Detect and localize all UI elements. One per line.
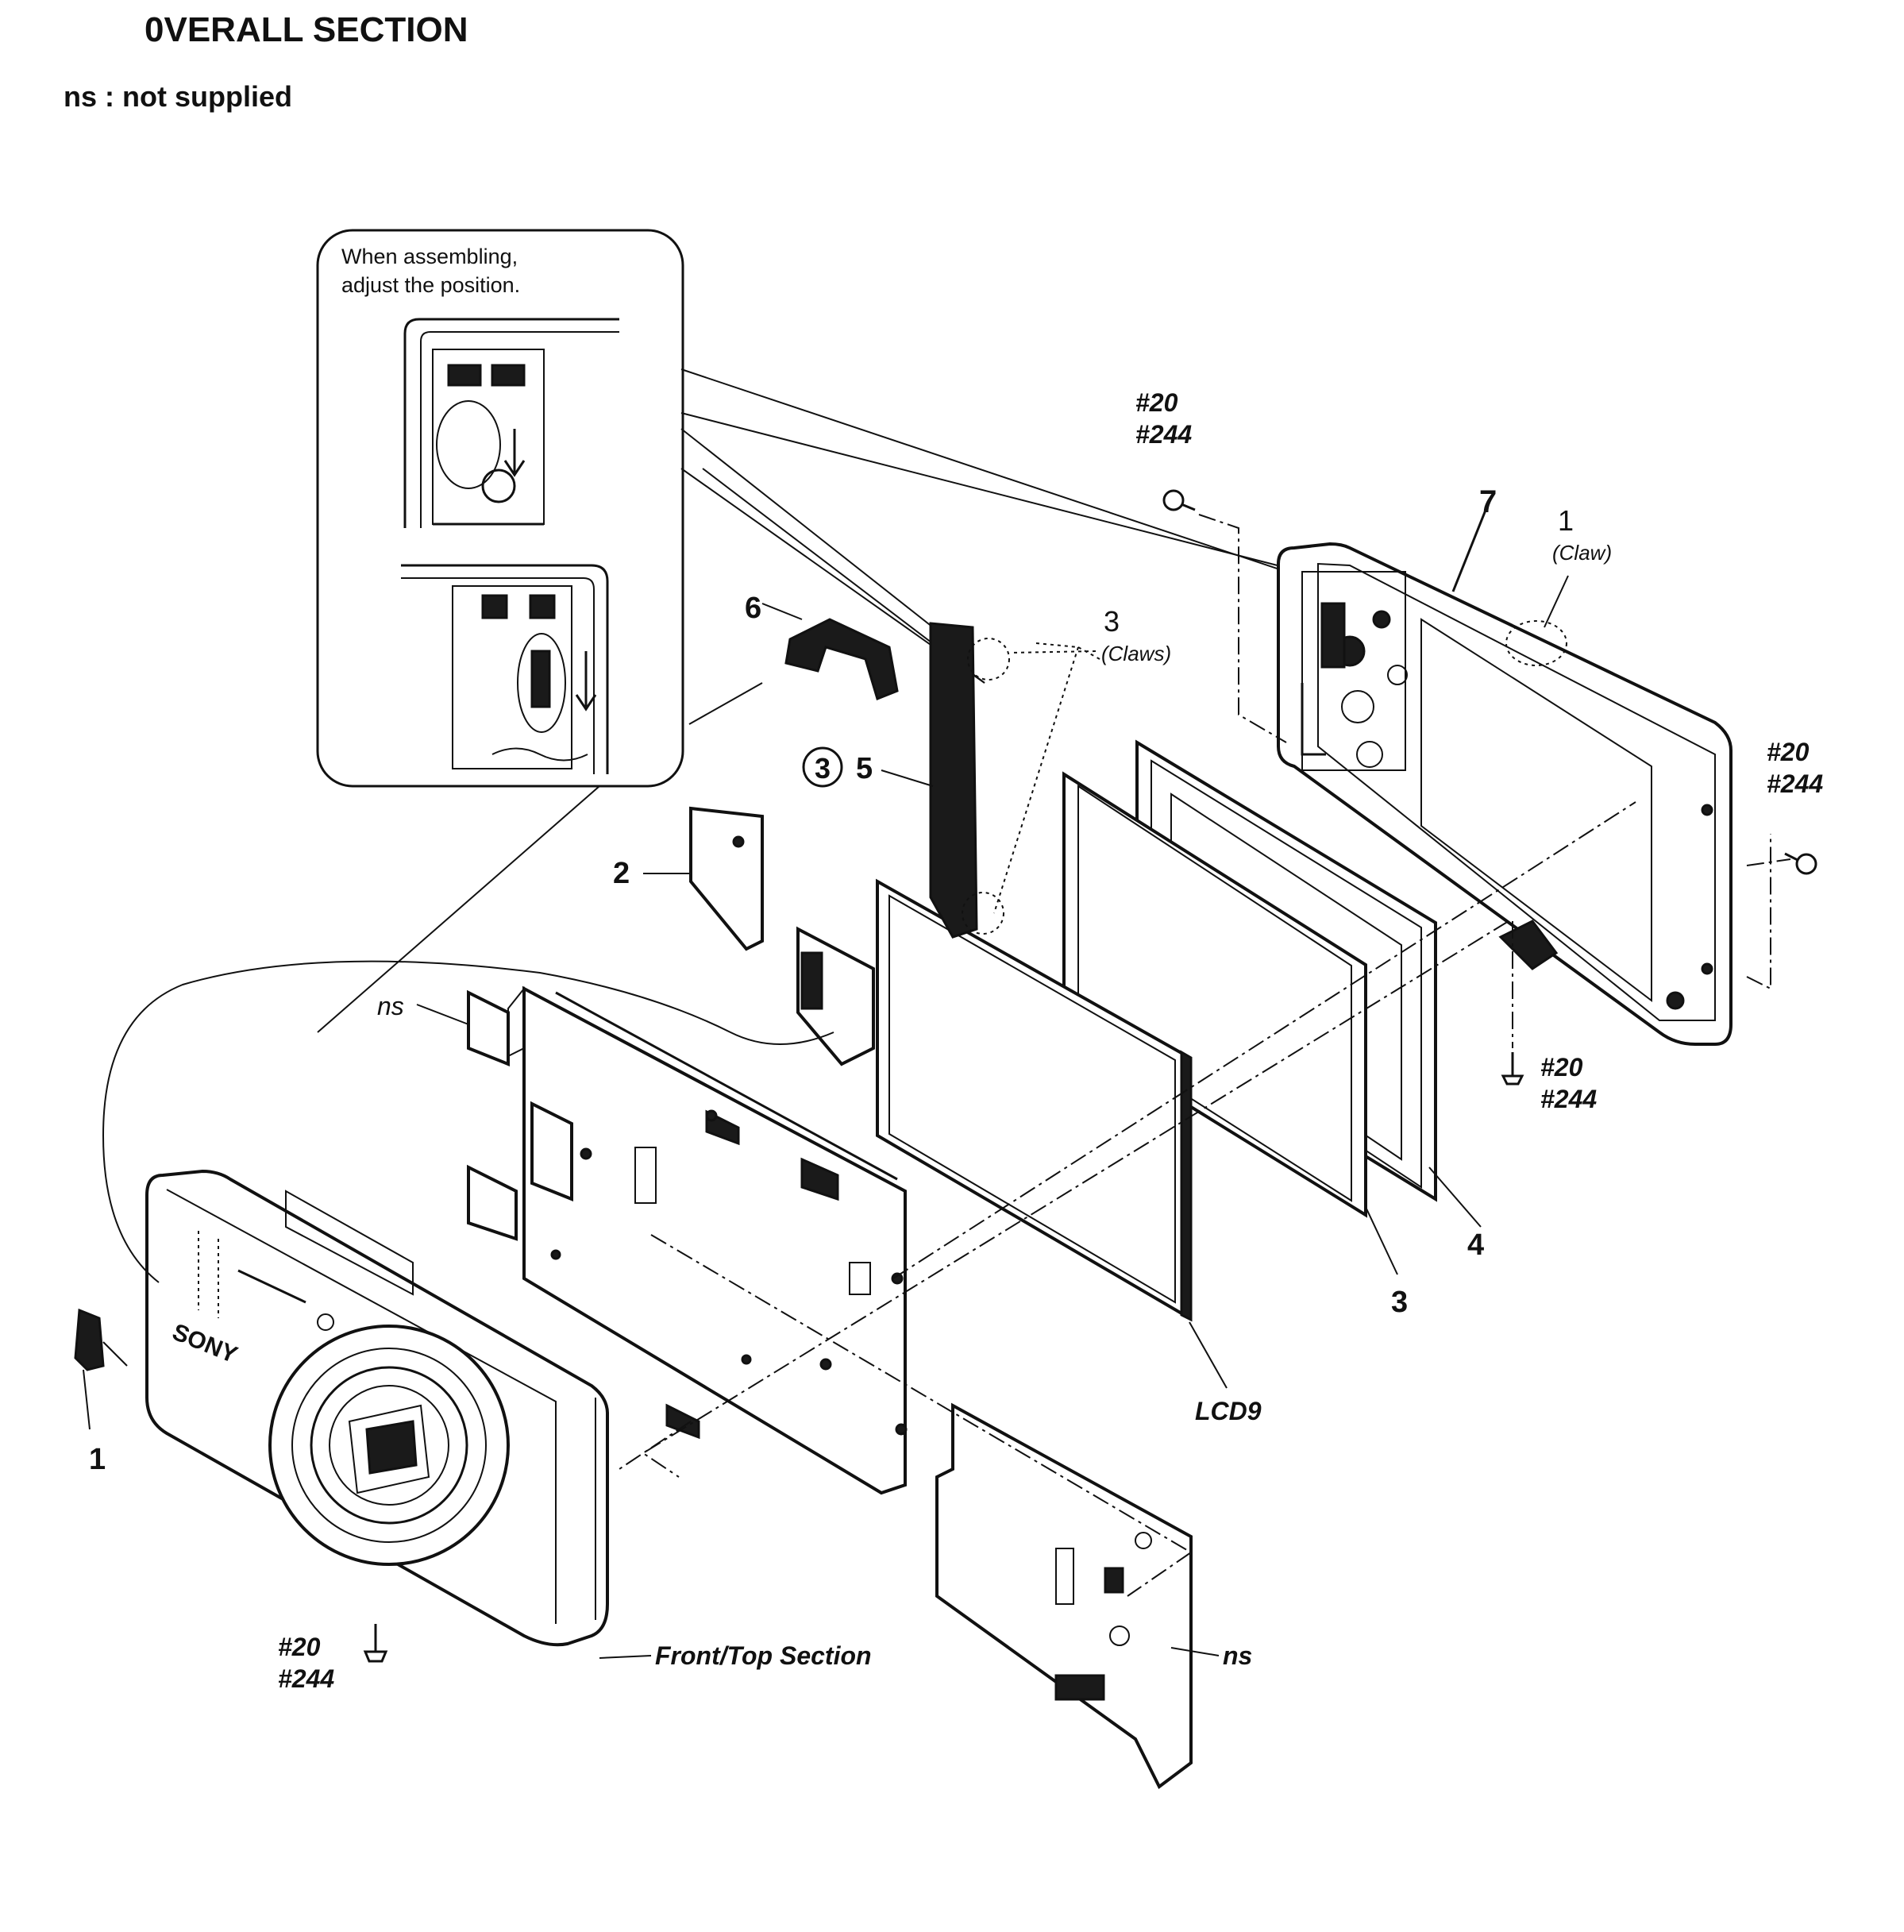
ns-legend: ns : not supplied xyxy=(64,80,292,113)
circled-3-marker xyxy=(802,746,843,788)
flex-part-5 xyxy=(929,622,1010,939)
part-label-4: 4 xyxy=(1467,1228,1484,1262)
part-label-1-left: 1 xyxy=(89,1443,106,1476)
part-label-3-claws: 3 xyxy=(1104,605,1120,638)
screw-mid-ref-a: #20 xyxy=(1540,1053,1583,1082)
inset-detail-lower xyxy=(401,564,609,774)
inset-note-line1: When assembling, xyxy=(341,245,518,268)
callout-leaders xyxy=(83,499,1569,1659)
screw-mid-ref-b: #244 xyxy=(1540,1085,1597,1113)
rear-cabinet xyxy=(1277,542,1732,1046)
screw-right-ref-b: #244 xyxy=(1767,769,1823,798)
screw-top-ref-a: #20 xyxy=(1135,388,1178,417)
claws-label: (Claws) xyxy=(1101,642,1171,665)
lcd-panel xyxy=(876,878,1193,1322)
sheet-part-3 xyxy=(1062,771,1367,1218)
side-cover-part-1 xyxy=(74,1308,105,1371)
part-label-1-right: 1 xyxy=(1558,504,1574,537)
bracket-part-2 xyxy=(689,806,875,1066)
assembly-lines xyxy=(619,514,1791,1597)
screw-bottom xyxy=(363,1624,388,1663)
ns-label-bottom: ns xyxy=(1223,1641,1252,1670)
screw-top xyxy=(1162,489,1196,511)
claw-label: (Claw) xyxy=(1552,541,1612,565)
assembly-inset: When assembling, adjust the position. xyxy=(316,229,684,788)
part-label-2: 2 xyxy=(613,857,630,890)
screw-bottom-ref-a: #20 xyxy=(278,1633,321,1661)
part-label-3-bottom: 3 xyxy=(1391,1286,1408,1319)
front-top-section-label: Front/Top Section xyxy=(655,1641,872,1670)
screw-middle xyxy=(1501,1052,1524,1086)
part-label-7: 7 xyxy=(1479,484,1497,519)
holder-part-6 xyxy=(784,618,899,701)
screw-top-ref-b: #244 xyxy=(1135,420,1192,449)
screw-right-ref-a: #20 xyxy=(1767,738,1810,766)
cable-line xyxy=(102,960,834,1283)
rear-board-ns xyxy=(935,1402,1193,1790)
front-top-section: SONY xyxy=(145,1169,609,1647)
lcd-label: LCD9 xyxy=(1195,1397,1262,1425)
screw-bottom-ref-b: #244 xyxy=(278,1664,334,1693)
inset-note-line2: adjust the position. xyxy=(341,273,520,297)
part-label-5: 5 xyxy=(856,752,873,785)
inset-detail-upper xyxy=(403,318,619,528)
ns-label-left: ns xyxy=(377,992,404,1020)
circled-3-label: 3 xyxy=(815,752,831,785)
part-label-6: 6 xyxy=(745,592,761,625)
main-chassis xyxy=(467,985,908,1495)
section-title: 0VERALL SECTION xyxy=(145,10,468,49)
screw-right xyxy=(1784,852,1817,875)
